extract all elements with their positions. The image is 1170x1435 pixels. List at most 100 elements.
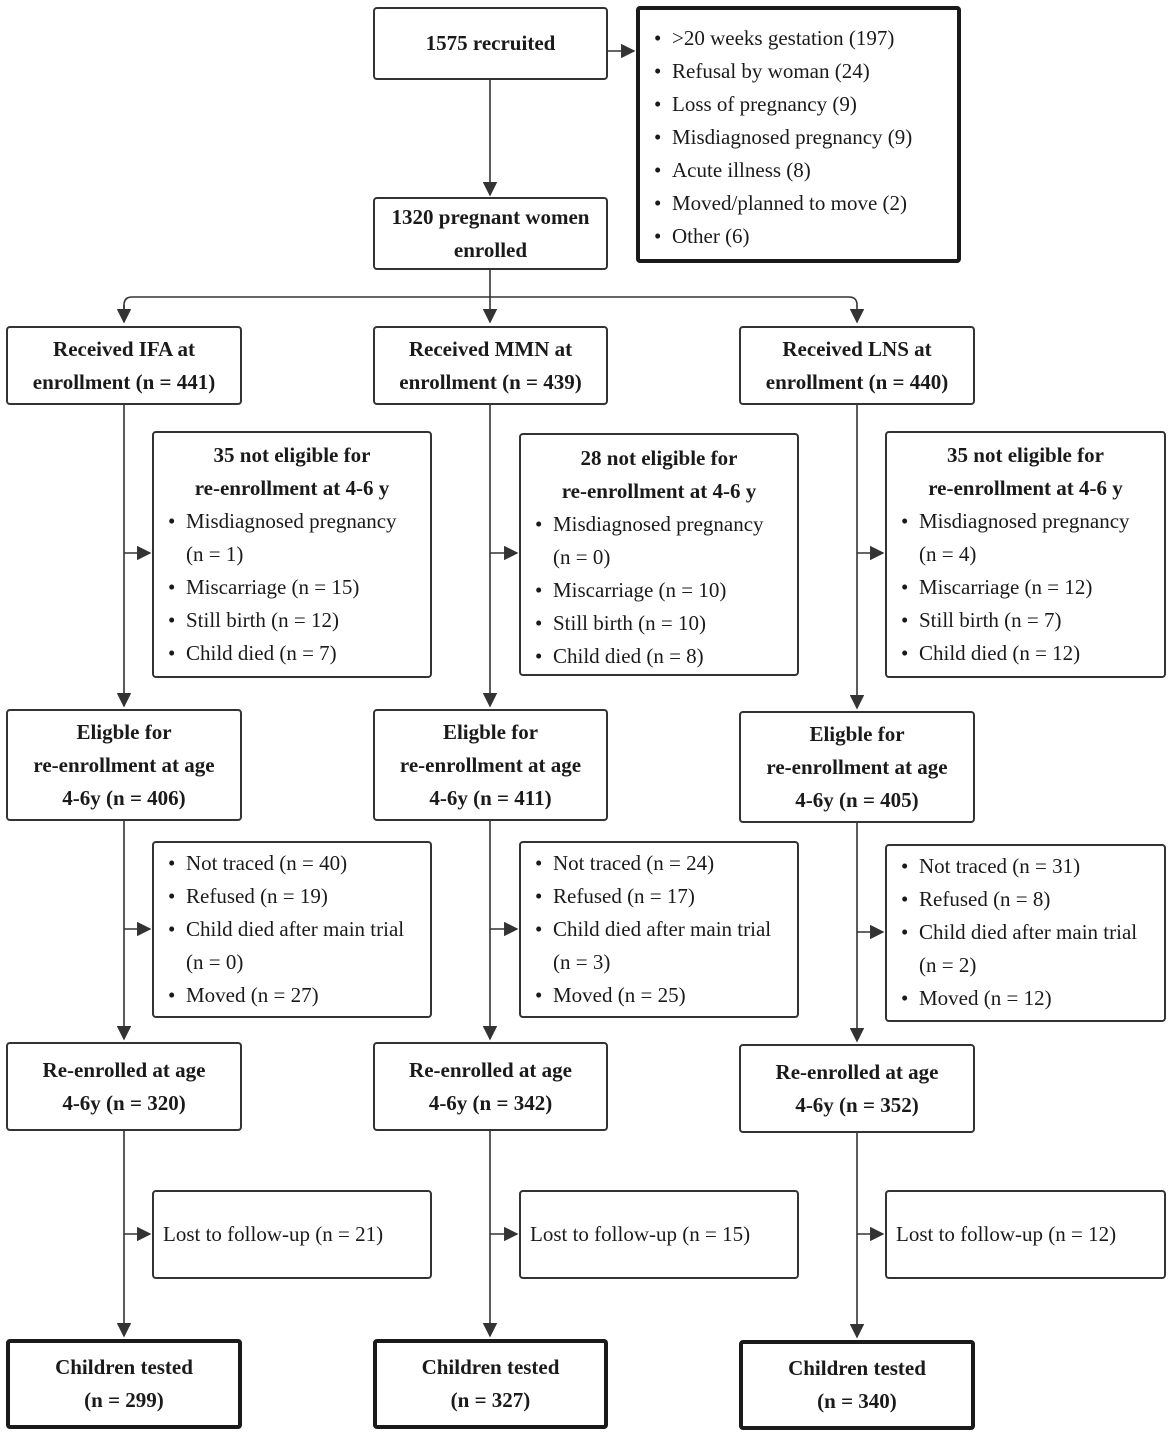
loss-item: Not traced (n = 24) bbox=[535, 847, 797, 880]
reenrolled-line: 4-6y (n = 320) bbox=[62, 1090, 186, 1115]
eligible-line: Eligble for bbox=[809, 721, 905, 746]
exclusion-item: >20 weeks gestation (197) bbox=[654, 22, 957, 55]
eligible-lns-box: Eligble for re-enrollment at age 4-6y (n… bbox=[739, 711, 975, 823]
not-eligible-item: Misdiagnosed pregnancy bbox=[168, 505, 430, 538]
not-eligible-item: Miscarriage (n = 15) bbox=[168, 571, 430, 604]
enrolled-line: 1320 pregnant women bbox=[391, 204, 590, 229]
not-eligible-mmn-box: 28 not eligible for re-enrollment at 4-6… bbox=[519, 433, 799, 676]
not-eligible-item: (n = 1) bbox=[186, 542, 244, 566]
not-eligible-item: Still birth (n = 12) bbox=[168, 604, 430, 637]
received-line: enrollment (n = 441) bbox=[32, 369, 216, 394]
lost-ifa-box: Lost to follow-up (n = 21) bbox=[152, 1190, 432, 1279]
loss-item: Child died after main trial bbox=[535, 913, 797, 946]
not-eligible-item: Still birth (n = 7) bbox=[901, 604, 1164, 637]
eligible-line: re-enrollment at age bbox=[399, 752, 582, 777]
eligible-line: re-enrollment at age bbox=[766, 754, 948, 779]
tested-line: Children tested bbox=[55, 1355, 193, 1379]
reenrolled-line: 4-6y (n = 352) bbox=[795, 1092, 919, 1117]
not-eligible-heading: 28 not eligible for bbox=[580, 446, 738, 470]
eligible-line: Eligble for bbox=[76, 719, 172, 744]
recruited-label: 1575 recruited bbox=[425, 31, 556, 55]
eligible-mmn-box: Eligble for re-enrollment at age 4-6y (n… bbox=[373, 709, 608, 821]
lost-label: Lost to follow-up (n = 15) bbox=[530, 1222, 751, 1246]
tested-line: (n = 299) bbox=[84, 1388, 164, 1412]
received-line: Received MMN at bbox=[408, 336, 573, 361]
reenrolled-line: Re-enrolled at age bbox=[42, 1057, 206, 1082]
reenrolled-line: Re-enrolled at age bbox=[409, 1057, 572, 1082]
not-eligible-item: Child died (n = 12) bbox=[901, 637, 1164, 670]
eligible-ifa-box: Eligble for re-enrollment at age 4-6y (n… bbox=[6, 709, 242, 821]
tested-ifa-box: Children tested (n = 299) bbox=[6, 1339, 242, 1429]
lost-label: Lost to follow-up (n = 12) bbox=[896, 1222, 1117, 1246]
received-line: Received LNS at bbox=[782, 336, 932, 361]
lost-lns-box: Lost to follow-up (n = 12) bbox=[885, 1190, 1166, 1279]
loss-item: Moved (n = 12) bbox=[901, 982, 1164, 1015]
not-eligible-heading: re-enrollment at 4-6 y bbox=[194, 476, 390, 500]
losses-lns-box: Not traced (n = 31) Refused (n = 8) Chil… bbox=[885, 844, 1166, 1022]
eligible-line: 4-6y (n = 411) bbox=[429, 785, 552, 810]
eligible-line: 4-6y (n = 406) bbox=[62, 785, 186, 810]
received-line: Received IFA at bbox=[53, 336, 195, 361]
reenrolled-mmn-box: Re-enrolled at age 4-6y (n = 342) bbox=[373, 1042, 608, 1131]
eligible-line: 4-6y (n = 405) bbox=[795, 787, 919, 812]
exclusion-item: Loss of pregnancy (9) bbox=[654, 88, 957, 121]
not-eligible-item: Still birth (n = 10) bbox=[535, 607, 797, 640]
tested-line: Children tested bbox=[421, 1355, 560, 1379]
recruited-box: 1575 recruited bbox=[373, 7, 608, 80]
losses-ifa-box: Not traced (n = 40) Refused (n = 19) Chi… bbox=[152, 841, 432, 1018]
losses-mmn-box: Not traced (n = 24) Refused (n = 17) Chi… bbox=[519, 841, 799, 1018]
not-eligible-lns-box: 35 not eligible for re-enrollment at 4-6… bbox=[885, 431, 1166, 678]
eligible-line: Eligble for bbox=[442, 719, 539, 744]
received-mmn-box: Received MMN at enrollment (n = 439) bbox=[373, 326, 608, 405]
not-eligible-heading: 35 not eligible for bbox=[213, 443, 371, 467]
exclusion-item: Misdiagnosed pregnancy (9) bbox=[654, 121, 957, 154]
not-eligible-item: Misdiagnosed pregnancy bbox=[901, 505, 1164, 538]
loss-item: Moved (n = 27) bbox=[168, 979, 430, 1012]
exclusion-item: Moved/planned to move (2) bbox=[654, 187, 957, 220]
eligible-line: re-enrollment at age bbox=[33, 752, 215, 777]
tested-line: Children tested bbox=[788, 1356, 926, 1380]
loss-item: (n = 3) bbox=[553, 950, 611, 974]
loss-item: Refused (n = 19) bbox=[168, 880, 430, 913]
loss-item: Child died after main trial bbox=[901, 916, 1164, 949]
enrolled-box: 1320 pregnant women enrolled bbox=[373, 197, 608, 270]
received-lns-box: Received LNS at enrollment (n = 440) bbox=[739, 326, 975, 405]
exclusions-box: >20 weeks gestation (197) Refusal by wom… bbox=[636, 6, 961, 263]
loss-item: Refused (n = 17) bbox=[535, 880, 797, 913]
reenrolled-line: Re-enrolled at age bbox=[775, 1059, 939, 1084]
lost-label: Lost to follow-up (n = 21) bbox=[163, 1222, 384, 1246]
not-eligible-item: Misdiagnosed pregnancy bbox=[535, 508, 797, 541]
reenrolled-lns-box: Re-enrolled at age 4-6y (n = 352) bbox=[739, 1044, 975, 1133]
not-eligible-item: Child died (n = 8) bbox=[535, 640, 797, 673]
exclusion-item: Refusal by woman (24) bbox=[654, 55, 957, 88]
received-line: enrollment (n = 440) bbox=[765, 369, 949, 394]
not-eligible-item: (n = 0) bbox=[553, 545, 611, 569]
loss-item: Child died after main trial bbox=[168, 913, 430, 946]
tested-mmn-box: Children tested (n = 327) bbox=[373, 1339, 608, 1429]
not-eligible-item: Child died (n = 7) bbox=[168, 637, 430, 670]
received-ifa-box: Received IFA at enrollment (n = 441) bbox=[6, 326, 242, 405]
loss-item: (n = 2) bbox=[919, 953, 977, 977]
exclusion-item: Acute illness (8) bbox=[654, 154, 957, 187]
received-line: enrollment (n = 439) bbox=[399, 369, 582, 394]
loss-item: Not traced (n = 40) bbox=[168, 847, 430, 880]
reenrolled-line: 4-6y (n = 342) bbox=[428, 1090, 553, 1115]
tested-line: (n = 327) bbox=[450, 1388, 531, 1412]
tested-line: (n = 340) bbox=[817, 1389, 897, 1413]
exclusion-item: Other (6) bbox=[654, 220, 957, 253]
loss-item: (n = 0) bbox=[186, 950, 244, 974]
not-eligible-heading: re-enrollment at 4-6 y bbox=[561, 479, 757, 503]
loss-item: Refused (n = 8) bbox=[901, 883, 1164, 916]
tested-lns-box: Children tested (n = 340) bbox=[739, 1340, 975, 1430]
not-eligible-heading: 35 not eligible for bbox=[947, 443, 1104, 467]
not-eligible-item: (n = 4) bbox=[919, 542, 977, 566]
not-eligible-item: Miscarriage (n = 12) bbox=[901, 571, 1164, 604]
not-eligible-item: Miscarriage (n = 10) bbox=[535, 574, 797, 607]
loss-item: Not traced (n = 31) bbox=[901, 850, 1164, 883]
not-eligible-ifa-box: 35 not eligible for re-enrollment at 4-6… bbox=[152, 431, 432, 678]
lost-mmn-box: Lost to follow-up (n = 15) bbox=[519, 1190, 799, 1279]
enrolled-line: enrolled bbox=[453, 237, 528, 262]
loss-item: Moved (n = 25) bbox=[535, 979, 797, 1012]
reenrolled-ifa-box: Re-enrolled at age 4-6y (n = 320) bbox=[6, 1042, 242, 1131]
